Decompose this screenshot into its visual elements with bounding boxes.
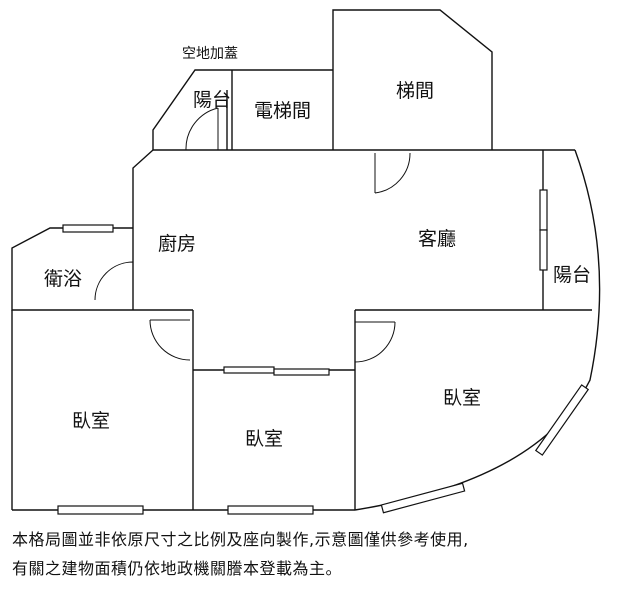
windows (57, 189, 590, 515)
living-window-upper (539, 189, 548, 231)
floor-plan: 空地加蓋 陽台 電梯間 梯間 廚房 客廳 陽台 衛浴 臥室 臥室 臥室 (11, 9, 601, 515)
doors (94, 107, 411, 363)
balcony-door (185, 107, 219, 151)
bedroom-door-slider-2 (273, 368, 330, 376)
bedroom-right-window-1 (534, 384, 590, 456)
label-stairs: 梯間 (396, 80, 434, 102)
label-open-space: 空地加蓋 (182, 46, 238, 62)
label-bathroom: 衛浴 (44, 268, 82, 290)
bedroom-right-door (354, 321, 396, 363)
label-elevator-hall: 電梯間 (254, 100, 311, 122)
bedroom-left-door (149, 319, 191, 361)
disclaimer-line-1: 本格局圖並非依原尺寸之比例及座向製作,示意圖僅供參考使用, (12, 530, 469, 549)
bedroom-middle-window (227, 505, 314, 515)
walls (11, 9, 601, 511)
bedroom-door-slider-1 (223, 366, 275, 374)
label-balcony-right: 陽台 (553, 264, 591, 286)
living-window-lower (539, 229, 548, 271)
disclaimer-line-2: 有關之建物面積仍依地政機關謄本登載為主。 (12, 559, 343, 578)
label-bedroom-right: 臥室 (443, 387, 481, 409)
label-bedroom-left: 臥室 (72, 410, 110, 432)
label-bedroom-middle: 臥室 (245, 428, 283, 450)
label-kitchen: 廚房 (158, 232, 196, 255)
label-living-room: 客廳 (418, 228, 456, 250)
bedroom-left-window (57, 505, 144, 515)
label-balcony-top: 陽台 (193, 89, 231, 111)
living-door (374, 152, 411, 194)
bathroom-door (94, 261, 134, 301)
bedroom-right-window-2 (380, 482, 466, 514)
bathroom-window (62, 224, 114, 233)
